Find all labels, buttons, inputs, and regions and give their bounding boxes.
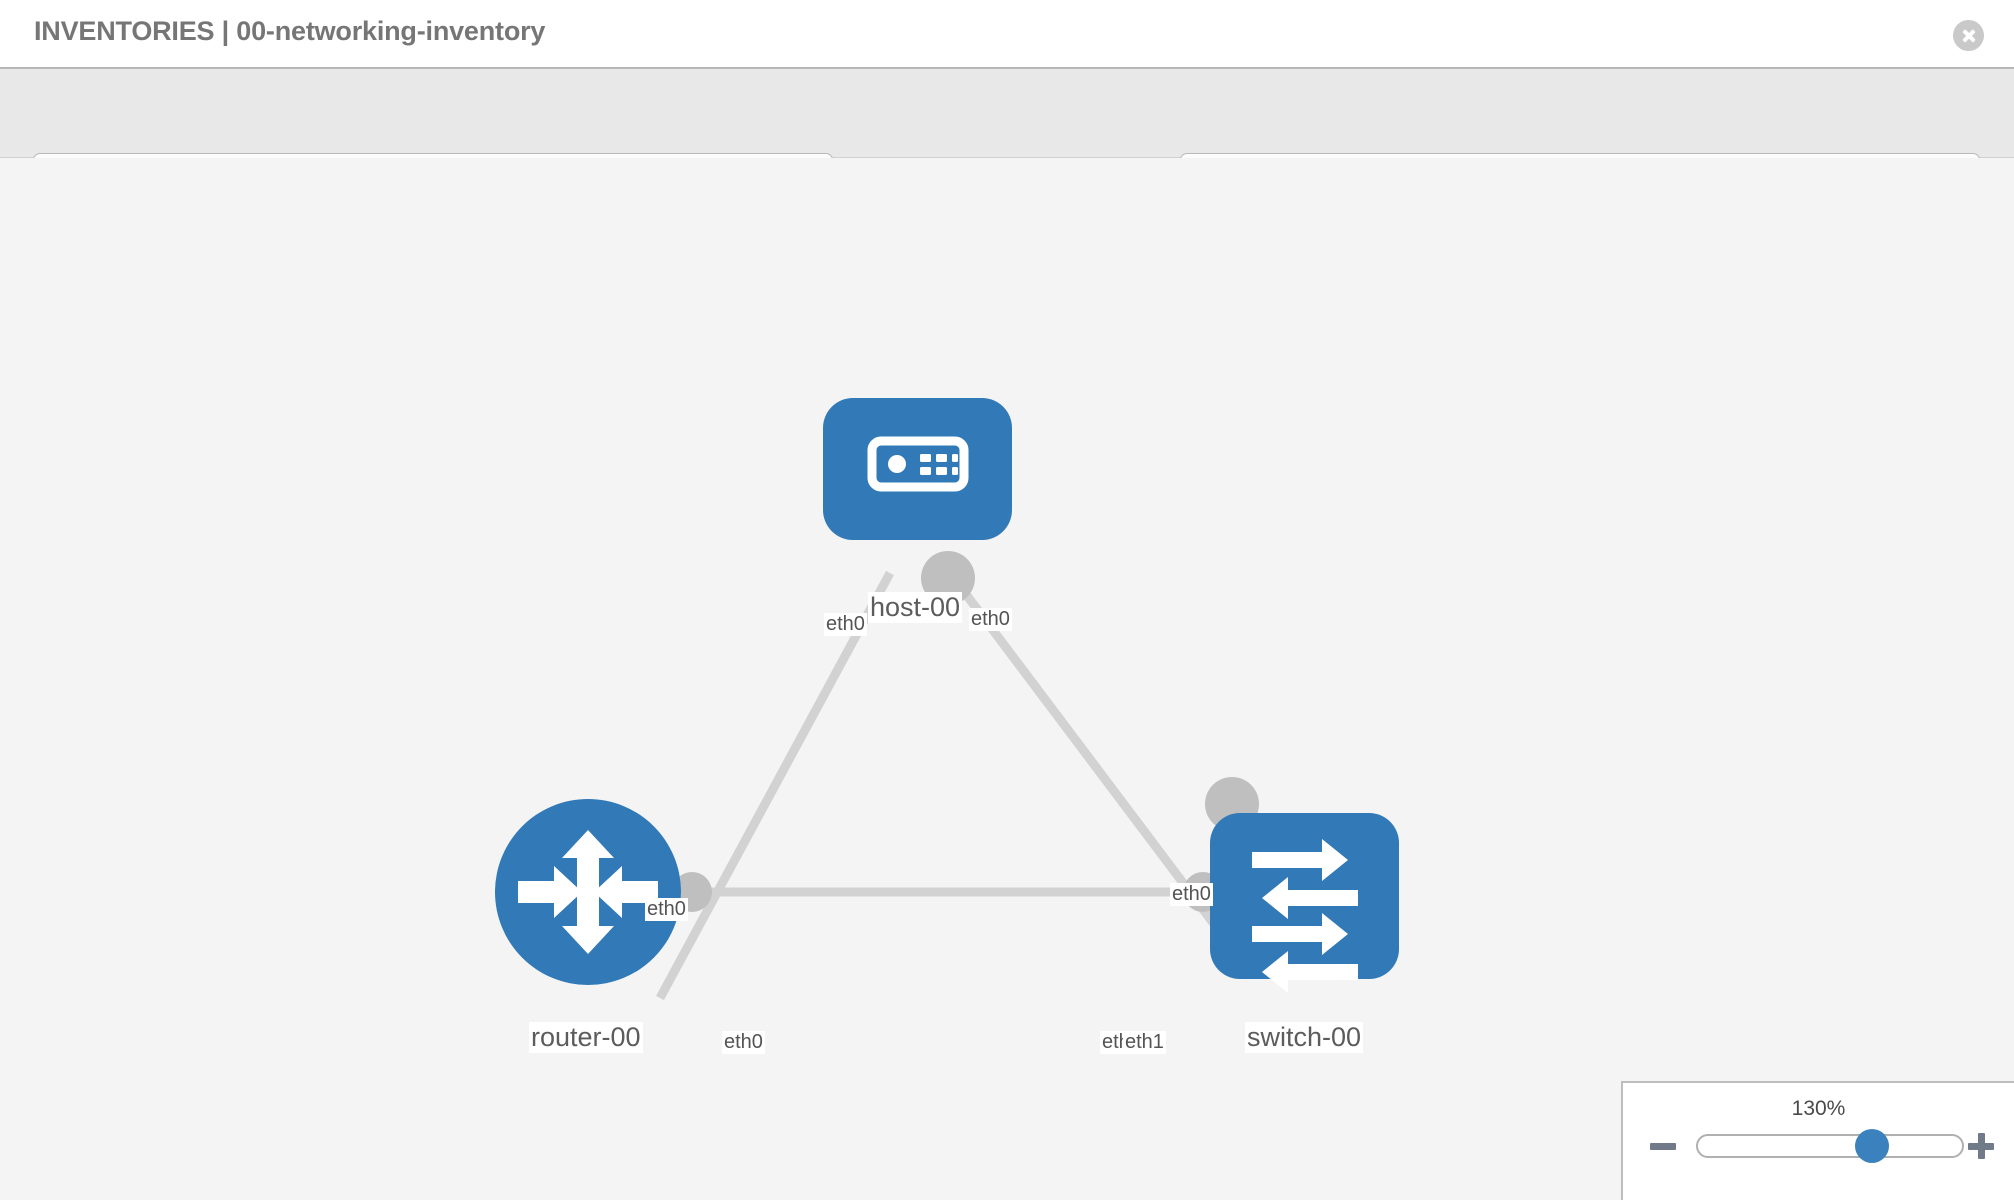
iface-label: eth0 <box>824 613 867 636</box>
node-host-00 <box>823 398 1012 540</box>
iface-label: eth0 <box>969 608 1012 631</box>
port-layer <box>672 551 1259 912</box>
link-host-router <box>656 570 894 1001</box>
zoom-level-value: 130% <box>1791 1097 1846 1120</box>
iface-label: eth0 <box>722 1031 765 1054</box>
node-label-router-00[interactable]: router-00 <box>529 1022 643 1054</box>
node-switch-00 <box>1210 813 1399 993</box>
title-bar: INVENTORIES | 00-networking-inventory <box>0 0 2014 69</box>
close-icon[interactable] <box>1953 20 1984 51</box>
node-label-switch-00[interactable]: switch-00 <box>1245 1022 1364 1054</box>
link-layer <box>656 570 1236 1001</box>
iface-label: eth0 <box>645 898 688 921</box>
topology-graph <box>495 398 1399 1001</box>
switch-arrows-icon <box>1252 839 1358 993</box>
zoom-control-panel: 130% <box>1621 1081 2014 1200</box>
node-router-00 <box>495 799 681 985</box>
zoom-in-button[interactable] <box>1968 1133 1994 1159</box>
topology-canvas[interactable]: host-00 router-00 switch-00 eth0 eth0 et… <box>0 158 2014 1200</box>
iface-label: eth1 <box>1123 1031 1166 1054</box>
page-title: INVENTORIES | 00-networking-inventory <box>34 16 546 46</box>
toolbar: ACTIONS SEARCH <box>0 69 2014 210</box>
router-arrows-icon <box>518 830 658 954</box>
node-label-host-00[interactable]: host-00 <box>868 592 963 624</box>
zoom-slider-thumb[interactable] <box>1855 1129 1890 1163</box>
zoom-out-button[interactable] <box>1650 1133 1676 1159</box>
port-host-bottom <box>921 551 975 605</box>
zoom-slider-track[interactable] <box>1696 1129 1964 1163</box>
server-icon <box>867 436 969 492</box>
iface-label: eth0 <box>1170 883 1213 906</box>
